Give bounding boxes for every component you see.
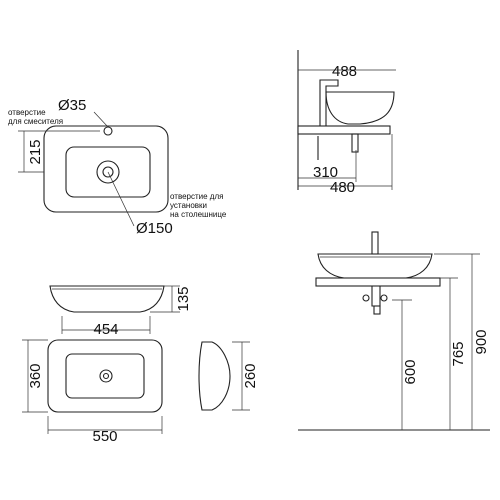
mixer-note-line1: отверстие xyxy=(8,108,46,117)
mixer-diameter-label: Ø35 xyxy=(58,97,86,114)
faucet xyxy=(319,79,339,126)
plan-view: 360 550 260 xyxy=(22,339,259,445)
dim-310: 310 xyxy=(313,164,338,181)
top-view: Ø35 отверстие для смесителя 215 Ø150 отв… xyxy=(8,97,227,237)
counter-height-765: 765 xyxy=(450,341,467,366)
side-profile: 488 310 480 xyxy=(297,50,396,196)
drain-note-line1: отверстие для xyxy=(170,192,223,201)
top-view-bowl xyxy=(65,146,151,198)
front-view-basin xyxy=(49,285,165,313)
plan-height-360: 360 xyxy=(27,363,44,388)
drain-height-600: 600 xyxy=(402,359,419,384)
install-basin xyxy=(317,253,433,279)
height-dim-215: 215 xyxy=(27,139,44,164)
plan-width-550: 550 xyxy=(92,428,117,445)
dim-488: 488 xyxy=(332,63,357,80)
drain-hole xyxy=(96,160,120,184)
drain-hole-inner xyxy=(102,166,114,178)
plan-bowl xyxy=(65,353,145,399)
drain-note-line3: на столешнице xyxy=(170,210,227,219)
plan-outline xyxy=(47,339,163,413)
mixer-note-line2: для смесителя xyxy=(8,117,63,126)
front-view: 135 454 xyxy=(49,285,192,338)
countertop xyxy=(297,125,391,135)
side-depth-260: 260 xyxy=(242,363,259,388)
drain-note-line2: установки xyxy=(170,201,207,210)
front-width-454: 454 xyxy=(93,321,118,338)
installation-view: 600 765 900 xyxy=(298,231,490,431)
basin-profile xyxy=(325,91,395,125)
dim-480: 480 xyxy=(330,179,355,196)
rim-height-900: 900 xyxy=(473,329,490,354)
install-faucet xyxy=(371,231,379,255)
install-countertop xyxy=(315,277,441,287)
top-view-outline xyxy=(43,125,169,213)
front-height-135: 135 xyxy=(175,286,192,311)
side-depth-profile xyxy=(198,341,231,411)
drain-diameter-label: Ø150 xyxy=(136,220,173,237)
mixer-hole xyxy=(103,126,113,136)
